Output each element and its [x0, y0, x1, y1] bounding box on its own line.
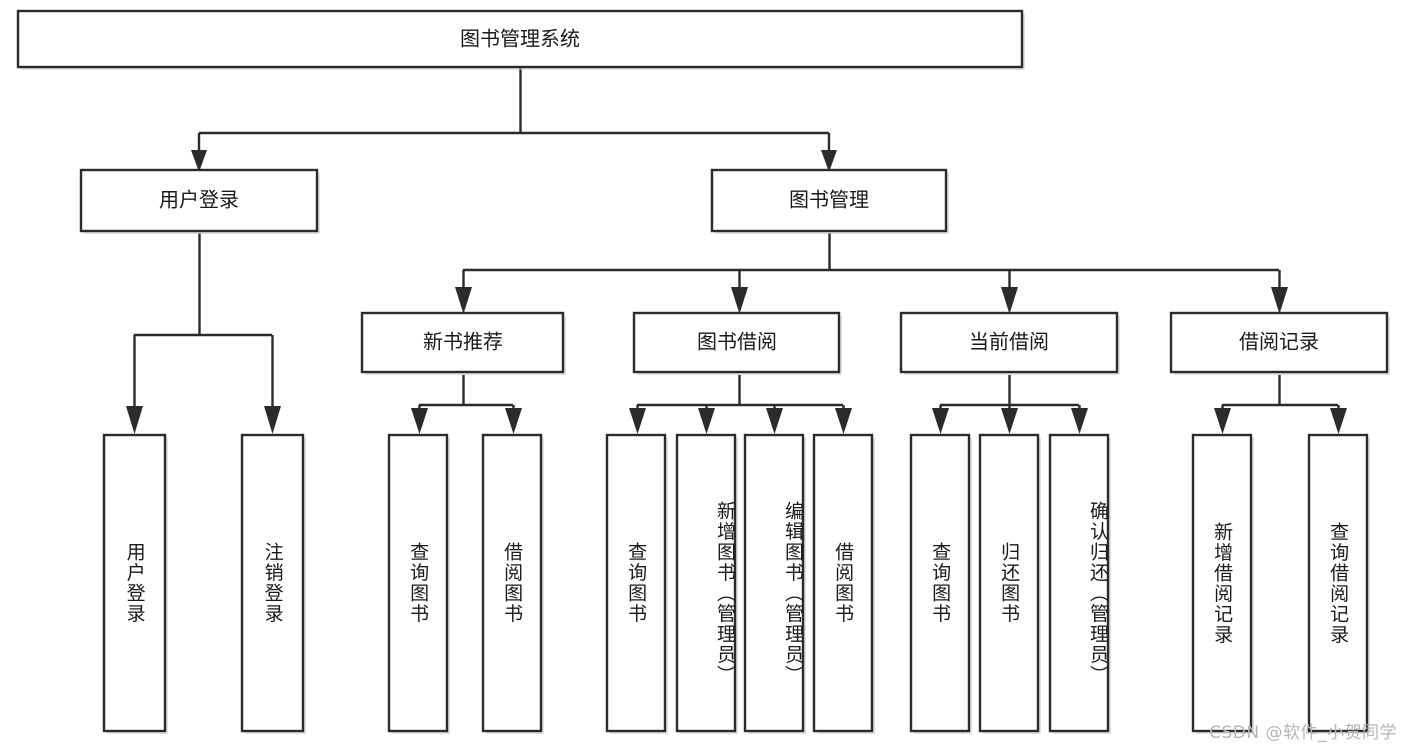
arrow-to-leaf-query-book-2 [629, 408, 646, 434]
node-leaf-borrow-book-1[interactable] [481, 433, 544, 734]
arrow-to-leaf-borrow-book-2 [835, 408, 852, 434]
node-user-login-label: 用户登录 [159, 188, 239, 212]
arrow-to-leaf-confirm-return [1071, 408, 1088, 434]
node-new-book-recommend-label: 新书推荐 [423, 330, 503, 354]
connector-group-current-borrow [932, 375, 1088, 434]
arrow-to-leaf-edit-book [766, 408, 783, 434]
node-book-manage[interactable]: 图书管理 [710, 168, 949, 234]
arrow-to-book-borrow [731, 287, 748, 314]
node-leaf-borrow-book-2[interactable] [812, 433, 875, 734]
node-current-borrow[interactable]: 当前借阅 [899, 311, 1120, 375]
node-leaf-query-book-1[interactable] [387, 433, 450, 734]
node-leaf-user-login[interactable] [102, 433, 168, 734]
node-leaf-query-book-2[interactable] [605, 433, 668, 734]
arrow-to-leaf-borrow-book-1 [505, 408, 522, 434]
csdn-watermark: CSDN @软件_小贺同学 [1209, 723, 1397, 743]
node-leaf-edit-book[interactable] [743, 433, 806, 734]
connector-group-user-login [126, 233, 281, 434]
connector-group-book-manage [455, 233, 1288, 314]
node-user-login[interactable]: 用户登录 [79, 168, 320, 234]
node-new-book-recommend[interactable]: 新书推荐 [360, 311, 566, 375]
arrow-to-new-book-recommend [455, 287, 472, 314]
node-leaf-return-book[interactable] [978, 433, 1041, 734]
connector-group-new-book-recommend [411, 375, 522, 434]
node-leaf-add-record[interactable] [1191, 433, 1254, 734]
node-book-manage-label: 图书管理 [789, 188, 869, 212]
node-root-label: 图书管理系统 [460, 27, 580, 51]
node-leaf-confirm-return[interactable] [1048, 433, 1111, 734]
arrow-to-leaf-return-book [1001, 408, 1018, 434]
node-root[interactable]: 图书管理系统 [16, 9, 1025, 70]
node-leaf-user-logout[interactable] [240, 433, 306, 734]
arrow-to-leaf-query-record [1330, 408, 1347, 434]
node-leaf-query-record[interactable] [1307, 433, 1370, 734]
arrow-to-borrow-record [1271, 287, 1288, 314]
arrow-root-to-book-manage [821, 150, 837, 172]
node-leaf-add-book[interactable] [675, 433, 738, 734]
node-book-borrow-label: 图书借阅 [697, 330, 777, 354]
arrow-to-leaf-add-record [1214, 408, 1231, 434]
connector-group-borrow-record [1214, 375, 1347, 434]
arrow-to-leaf-add-book [698, 408, 715, 434]
arrow-root-to-user-login [191, 150, 207, 172]
connector-group-root [191, 68, 837, 172]
arrow-to-current-borrow [1001, 287, 1018, 314]
arrow-to-leaf-user-logout [264, 406, 281, 434]
arrow-to-leaf-query-book-1 [411, 408, 428, 434]
arrow-to-leaf-user-login [126, 406, 143, 434]
node-leaf-query-book-3[interactable] [909, 433, 972, 734]
node-borrow-record[interactable]: 借阅记录 [1169, 311, 1390, 375]
node-borrow-record-label: 借阅记录 [1239, 330, 1319, 354]
node-current-borrow-label: 当前借阅 [969, 330, 1049, 354]
node-book-borrow[interactable]: 图书借阅 [632, 311, 842, 375]
arrow-to-leaf-query-book-3 [932, 408, 949, 434]
connector-group-book-borrow [629, 375, 852, 434]
